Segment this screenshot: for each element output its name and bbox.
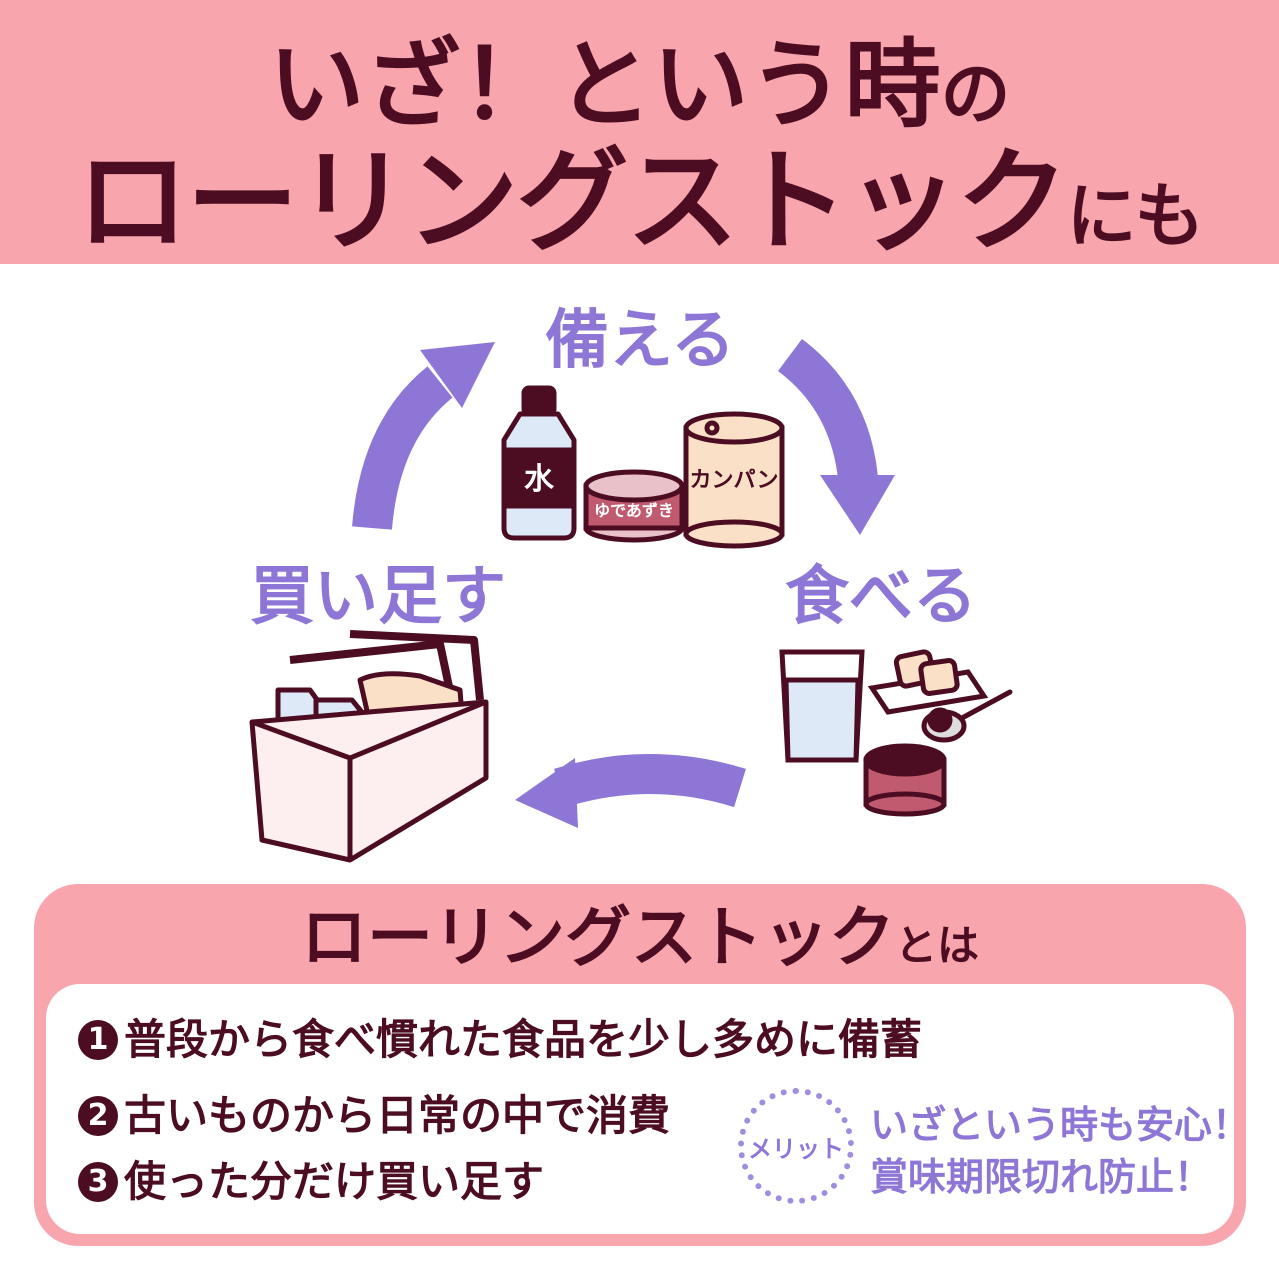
definition-item-1-text: 普段から食べ慣れた食品を少し多めに備蓄	[124, 1015, 923, 1064]
header-banner: いざ！という時の ローリングストックにも	[0, 0, 1279, 264]
number-badge-2: 2	[78, 1096, 118, 1136]
kanpan-plate-icon	[867, 649, 989, 715]
shopping-basket-icon	[249, 630, 489, 863]
arrow-head-store	[420, 342, 495, 408]
merit-badge: メリット	[738, 1088, 854, 1204]
arrow-heads	[420, 342, 895, 828]
step-store: 備える	[545, 304, 736, 378]
title-line-2-main: ローリングストック	[76, 137, 1069, 267]
arrow-store-to-eat	[777, 339, 878, 481]
title-line-1-suffix: の	[940, 53, 1011, 135]
merit-2: 賞味期限切れ防止！	[870, 1155, 1213, 1199]
water-glass-icon	[779, 649, 865, 763]
title-line-1-main: いざ！という時	[268, 29, 941, 141]
step-eat: 食べる	[785, 560, 977, 634]
step-restock: 買い足す	[250, 560, 506, 634]
number-badge-1: 1	[78, 1020, 118, 1060]
spoon-icon	[921, 689, 1013, 743]
definition-item-3: 3 使った分だけ買い足す	[78, 1156, 544, 1208]
definition-title-suffix: とは	[894, 921, 979, 970]
rolling-stock-cycle: 水 ゆであずき カンパン	[0, 264, 1279, 884]
cycle-arrows	[352, 339, 878, 808]
definition-item-3-text: 使った分だけ買い足す	[124, 1157, 545, 1206]
definition-body: 1 普段から食べ慣れた食品を少し多めに備蓄 2 古いものから日常の中で消費 3 …	[46, 984, 1250, 1234]
svg-text:カンパン: カンパン	[689, 468, 778, 493]
merit-1: いざという時も安心！	[870, 1103, 1251, 1147]
title-line-2-suffix: にも	[1066, 175, 1205, 257]
svg-text:ゆであずき: ゆであずき	[594, 501, 674, 520]
opened-azuki-can-icon	[863, 743, 947, 817]
merit-label: メリット	[748, 1134, 844, 1163]
arrow-head-restock	[515, 758, 578, 828]
definition-title-main: ローリングストック	[300, 899, 895, 976]
title-line-1: いざ！という時の	[0, 30, 1279, 149]
arrow-restock-to-store	[352, 366, 453, 530]
arrow-head-eat	[820, 475, 895, 535]
definition-item-2: 2 古いものから日常の中で消費	[78, 1090, 670, 1142]
definition-item-1: 1 普段から食べ慣れた食品を少し多めに備蓄	[78, 1014, 922, 1066]
kanpan-can-icon: カンパン	[683, 411, 785, 549]
svg-text:水: 水	[524, 462, 555, 497]
definition-title: ローリングストックとは	[34, 898, 1246, 986]
arrow-eat-to-restock	[554, 754, 746, 808]
water-bottle-icon: 水	[501, 385, 577, 541]
number-badge-3: 3	[78, 1162, 118, 1202]
cycle-illustration: 水 ゆであずき カンパン	[249, 339, 1013, 863]
title-line-2: ローリングストックにも	[0, 142, 1279, 276]
definition-panel: ローリングストックとは 1 普段から食べ慣れた食品を少し多めに備蓄 2 古いもの…	[34, 884, 1250, 1246]
definition-item-2-text: 古いものから日常の中で消費	[124, 1091, 671, 1140]
azuki-can-icon: ゆであずき	[583, 469, 685, 543]
